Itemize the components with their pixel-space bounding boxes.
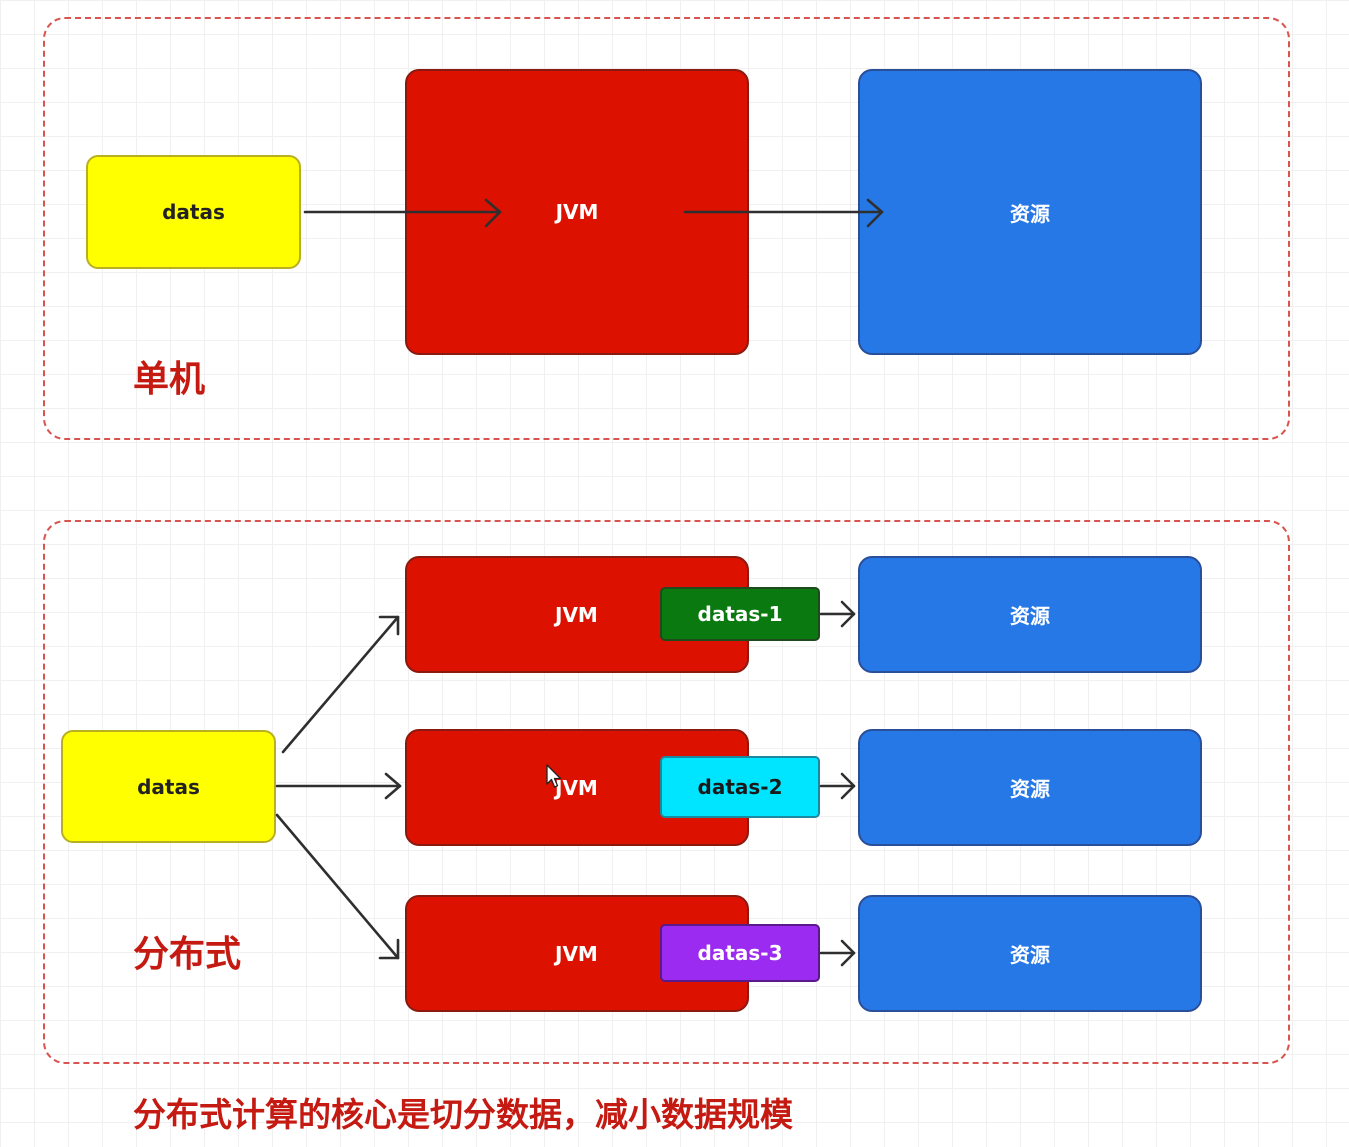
distributed-datas-label: datas	[137, 774, 200, 799]
arrow-datas-to-jvm-2	[275, 772, 402, 800]
resource-label-2: 资源	[1010, 777, 1050, 801]
resource-box-1[interactable]: 资源	[858, 556, 1202, 673]
datas-chunk-3-label: datas-3	[697, 941, 783, 965]
datas-chunk-1-label: datas-1	[697, 602, 783, 626]
arrow-datas-to-jvm-3	[275, 813, 400, 960]
resource-box-2[interactable]: 资源	[858, 729, 1202, 846]
distributed-label: 分布式	[133, 934, 242, 975]
jvm-label-1: JVM	[555, 602, 598, 627]
datas-chunk-3[interactable]: datas-3	[660, 924, 820, 982]
arrow-datas-to-jvm-1	[281, 615, 400, 754]
arrow-single-jvm-to-resource	[683, 198, 884, 228]
mouse-cursor-icon	[546, 764, 562, 788]
single-jvm-label: JVM	[555, 200, 599, 224]
single-resource-label: 资源	[1010, 201, 1050, 226]
single-datas-label: datas	[162, 200, 225, 224]
arrow-chunk-to-resource-3	[819, 939, 856, 967]
arrow-chunk-to-resource-2	[819, 772, 856, 800]
distributed-group	[43, 520, 1290, 1064]
datas-chunk-1[interactable]: datas-1	[660, 587, 820, 641]
datas-chunk-2-label: datas-2	[697, 775, 783, 799]
datas-chunk-2[interactable]: datas-2	[660, 756, 820, 818]
resource-label-3: 资源	[1010, 943, 1050, 967]
resource-label-1: 资源	[1010, 604, 1050, 628]
arrow-single-datas-to-jvm	[303, 198, 502, 228]
single-machine-group	[43, 17, 1290, 440]
arrow-chunk-to-resource-1	[819, 600, 856, 628]
jvm-label-2: JVM	[555, 775, 598, 800]
jvm-label-3: JVM	[555, 941, 598, 966]
single-machine-label: 单机	[133, 359, 206, 400]
single-datas-box[interactable]: datas	[86, 155, 301, 269]
resource-box-3[interactable]: 资源	[858, 895, 1202, 1012]
distributed-datas-box[interactable]: datas	[61, 730, 276, 843]
single-resource-box[interactable]: 资源	[858, 69, 1202, 355]
caption: 分布式计算的核心是切分数据，减小数据规模	[133, 1095, 793, 1134]
